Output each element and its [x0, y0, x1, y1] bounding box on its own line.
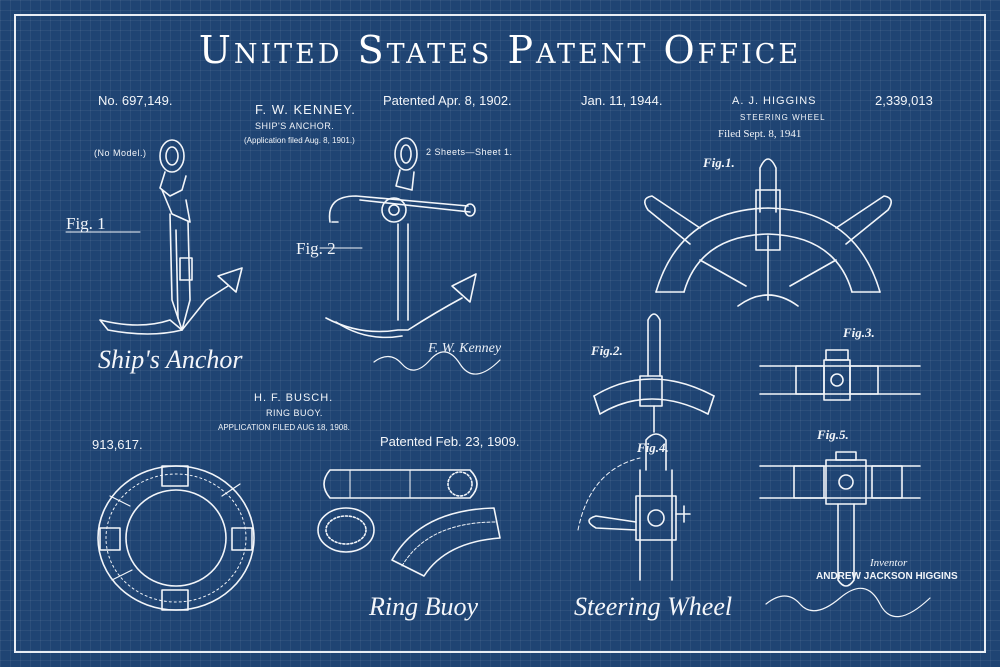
wheel-patent-date: Jan. 11, 1944.	[581, 93, 663, 108]
wheel-fig1-drawing	[644, 158, 892, 307]
anchor-witness-signature	[373, 351, 501, 375]
wheel-patent-number: 2,339,013	[875, 93, 933, 108]
anchor-caption: Ship's Anchor	[98, 345, 243, 374]
anchor-application: (Application filed Aug. 8, 1901.)	[244, 136, 355, 145]
wheel-inventor: A. J. HIGGINS	[732, 95, 817, 107]
anchor-patented-date: Patented Apr. 8, 1902.	[383, 93, 512, 108]
buoy-patent-number: 913,617.	[92, 437, 143, 452]
wheel-filed: Filed Sept. 8, 1941	[718, 128, 802, 140]
poster-border	[14, 14, 986, 653]
wheel-subject: STEERING WHEEL	[740, 113, 826, 122]
anchor-inventor: F. W. KENNEY.	[255, 102, 356, 117]
wheel-fig1-label: Fig.1.	[703, 155, 735, 170]
wheel-fig5-label: Fig.5.	[817, 427, 849, 442]
anchor-sheets: 2 Sheets—Sheet 1.	[426, 147, 513, 157]
buoy-fig2-drawing	[323, 469, 478, 499]
wheel-fig2-label: Fig.2.	[591, 343, 623, 358]
buoy-subject: RING BUOY.	[266, 408, 323, 418]
wheel-fig5-drawing	[759, 451, 921, 587]
anchor-patent-number: No. 697,149.	[98, 93, 173, 108]
wheel-fig3-label: Fig.3.	[843, 325, 875, 340]
anchor-fig2-label: Fig. 2	[296, 239, 336, 258]
buoy-caption: Ring Buoy	[369, 592, 479, 621]
wheel-fig3-drawing	[759, 349, 921, 401]
wheel-inventor-label: Inventor	[870, 557, 908, 569]
buoy-fig4-drawing	[391, 507, 501, 577]
wheel-fig2-drawing	[593, 313, 715, 433]
anchor-subject: SHIP'S ANCHOR.	[255, 121, 335, 131]
buoy-fig1-drawing	[97, 465, 255, 611]
anchor-fig2-drawing	[319, 137, 477, 339]
poster-title: United States Patent Office	[198, 28, 802, 72]
buoy-application: APPLICATION FILED AUG 18, 1908.	[218, 423, 350, 432]
wheel-signature	[765, 587, 931, 618]
anchor-no-model: (No Model.)	[94, 148, 147, 158]
wheel-fig4-drawing	[577, 433, 691, 581]
buoy-patented-date: Patented Feb. 23, 1909.	[380, 434, 520, 449]
wheel-caption: Steering Wheel	[574, 592, 733, 621]
buoy-inventor: H. F. BUSCH.	[254, 392, 334, 404]
buoy-fig3-drawing	[317, 507, 375, 553]
anchor-fig1-drawing	[65, 139, 243, 335]
wheel-fig4-label: Fig.4.	[637, 440, 669, 455]
wheel-inventor-name: ANDREW JACKSON HIGGINS	[816, 571, 958, 582]
anchor-fig1-label: Fig. 1	[66, 214, 106, 233]
